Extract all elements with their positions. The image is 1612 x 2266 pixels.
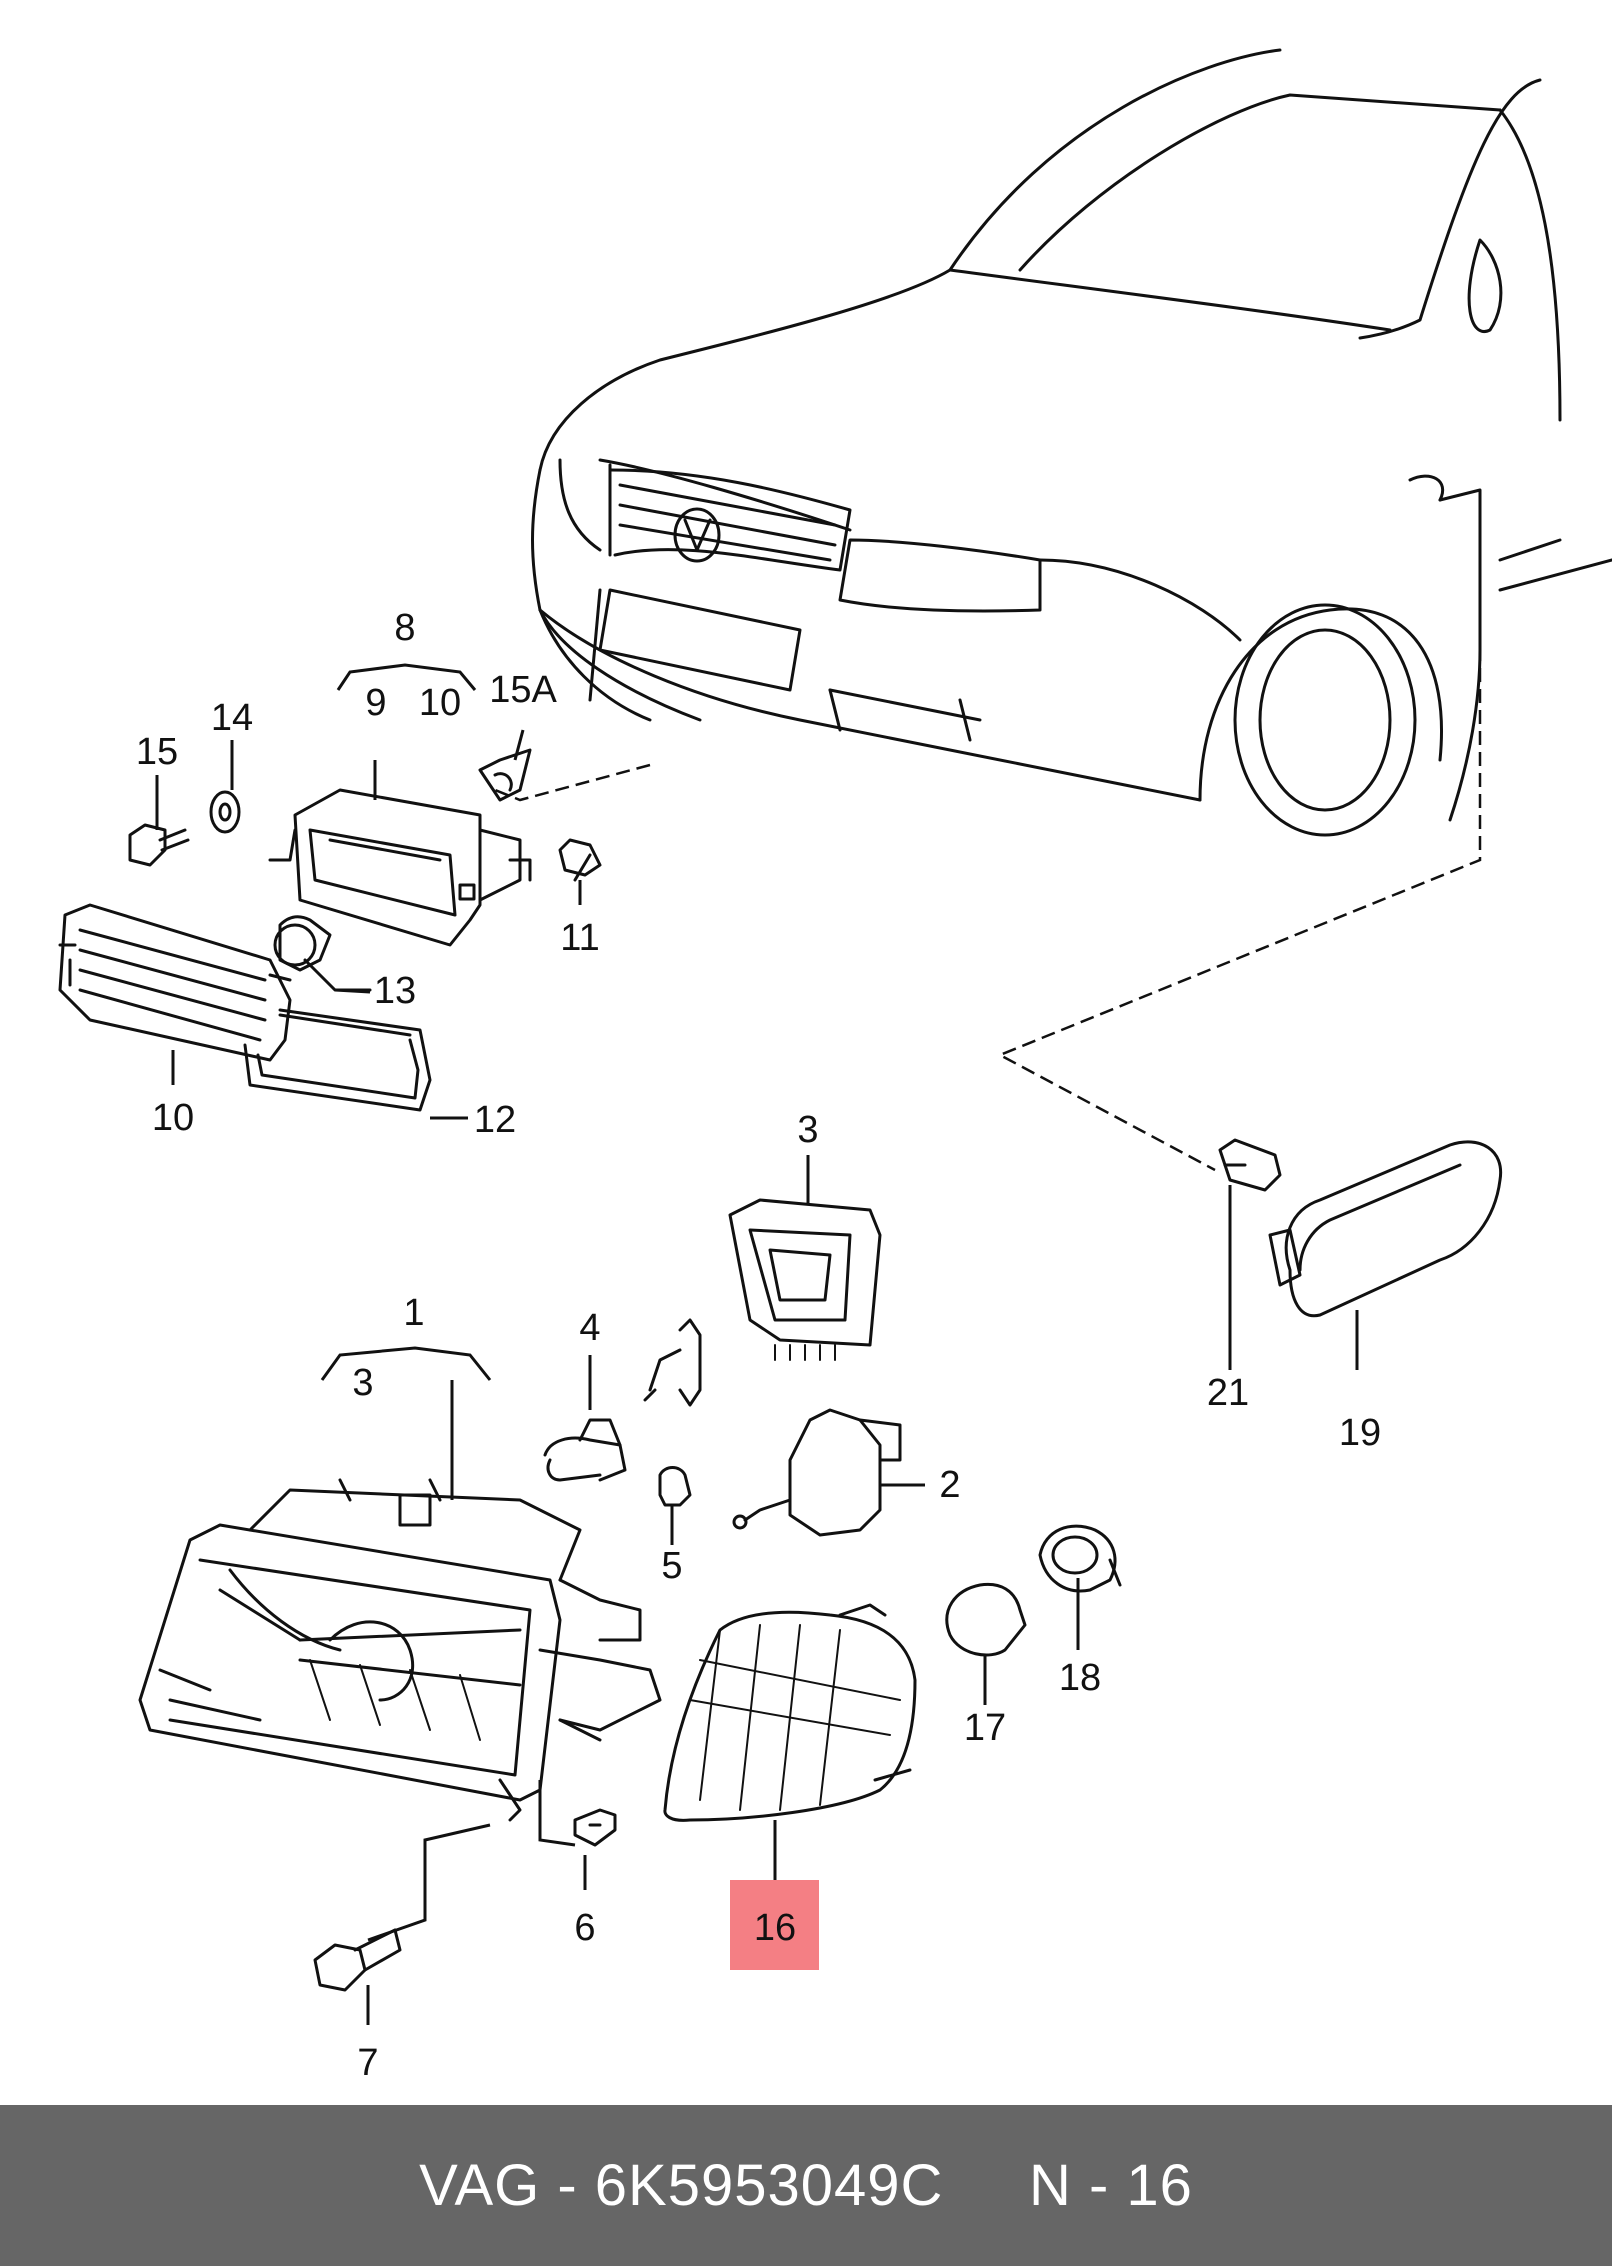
callout-19[interactable]: 19 — [1339, 1412, 1381, 1454]
callout-13[interactable]: 13 — [374, 970, 416, 1012]
callout-2[interactable]: 2 — [939, 1464, 960, 1506]
headlamp-cap-3 — [728, 1198, 882, 1361]
bulb-17 — [945, 1582, 1027, 1657]
callout-8[interactable]: 8 — [394, 607, 415, 649]
callout-11[interactable]: 11 — [560, 917, 599, 959]
bulb-holder-clip — [643, 1318, 702, 1407]
callout-21[interactable]: 21 — [1207, 1372, 1249, 1414]
leveling-motor-2 — [732, 1408, 902, 1537]
callout-7[interactable]: 7 — [357, 2042, 378, 2084]
callout-3-lower[interactable]: 3 — [352, 1362, 373, 1404]
headlamp-assembly — [138, 1478, 662, 1822]
bulb-socket-18 — [1038, 1524, 1122, 1593]
callout-9[interactable]: 9 — [365, 682, 386, 724]
callout-1[interactable]: 1 — [403, 1292, 424, 1334]
headlamp-bulb-4 — [543, 1418, 627, 1482]
footer-bar: VAG - 6K5953049C N - 16 — [0, 2105, 1612, 2266]
bulb-5 — [658, 1466, 692, 1507]
callout-leaders — [155, 663, 1359, 2025]
leader-car-to-fog — [494, 763, 651, 802]
callout-4[interactable]: 4 — [579, 1307, 600, 1349]
bolt-7 — [313, 1928, 402, 1992]
callout-6[interactable]: 6 — [574, 1907, 595, 1949]
screw-11 — [558, 838, 602, 882]
callout-17[interactable]: 17 — [964, 1707, 1006, 1749]
side-marker-lamp — [1268, 1140, 1503, 1318]
callout-12[interactable]: 12 — [474, 1099, 516, 1141]
callout-14[interactable]: 14 — [211, 697, 253, 739]
clip-6 — [573, 1808, 617, 1847]
turn-signal-lamp-16 — [663, 1603, 917, 1822]
highlight-box-16 — [730, 1880, 819, 1970]
diagram-canvas: 8 9 10 15A 15 14 11 13 10 12 3 1 3 4 2 5… — [58, 48, 1612, 2084]
fog-lamp-lens — [58, 903, 292, 1062]
side-marker-bulb-21 — [1218, 1138, 1282, 1192]
fog-lamp-gasket — [243, 1008, 432, 1112]
leader-car-to-side-marker — [997, 500, 1482, 1172]
callout-10-upper[interactable]: 10 — [419, 682, 461, 724]
screw-15 — [128, 823, 190, 867]
washer-14 — [209, 790, 241, 834]
car-illustration — [531, 48, 1612, 837]
callout-5[interactable]: 5 — [661, 1545, 682, 1587]
callout-16[interactable]: 16 — [754, 1907, 796, 1949]
parts-diagram: 8 9 10 15A 15 14 11 13 10 12 3 1 3 4 2 5… — [58, 48, 1612, 2084]
clip-15a — [478, 748, 532, 802]
part-number-caption: VAG - 6K5953049C N - 16 — [419, 2153, 1193, 2218]
callout-15[interactable]: 15 — [136, 731, 178, 773]
callout-3-upper[interactable]: 3 — [797, 1109, 818, 1151]
callout-18[interactable]: 18 — [1059, 1657, 1101, 1699]
callout-10-lower[interactable]: 10 — [152, 1097, 194, 1139]
fog-lamp-assembly — [268, 788, 532, 947]
callout-15a[interactable]: 15A — [489, 669, 557, 711]
callout-labels: 8 9 10 15A 15 14 11 13 10 12 3 1 3 4 2 5… — [136, 607, 1381, 2084]
